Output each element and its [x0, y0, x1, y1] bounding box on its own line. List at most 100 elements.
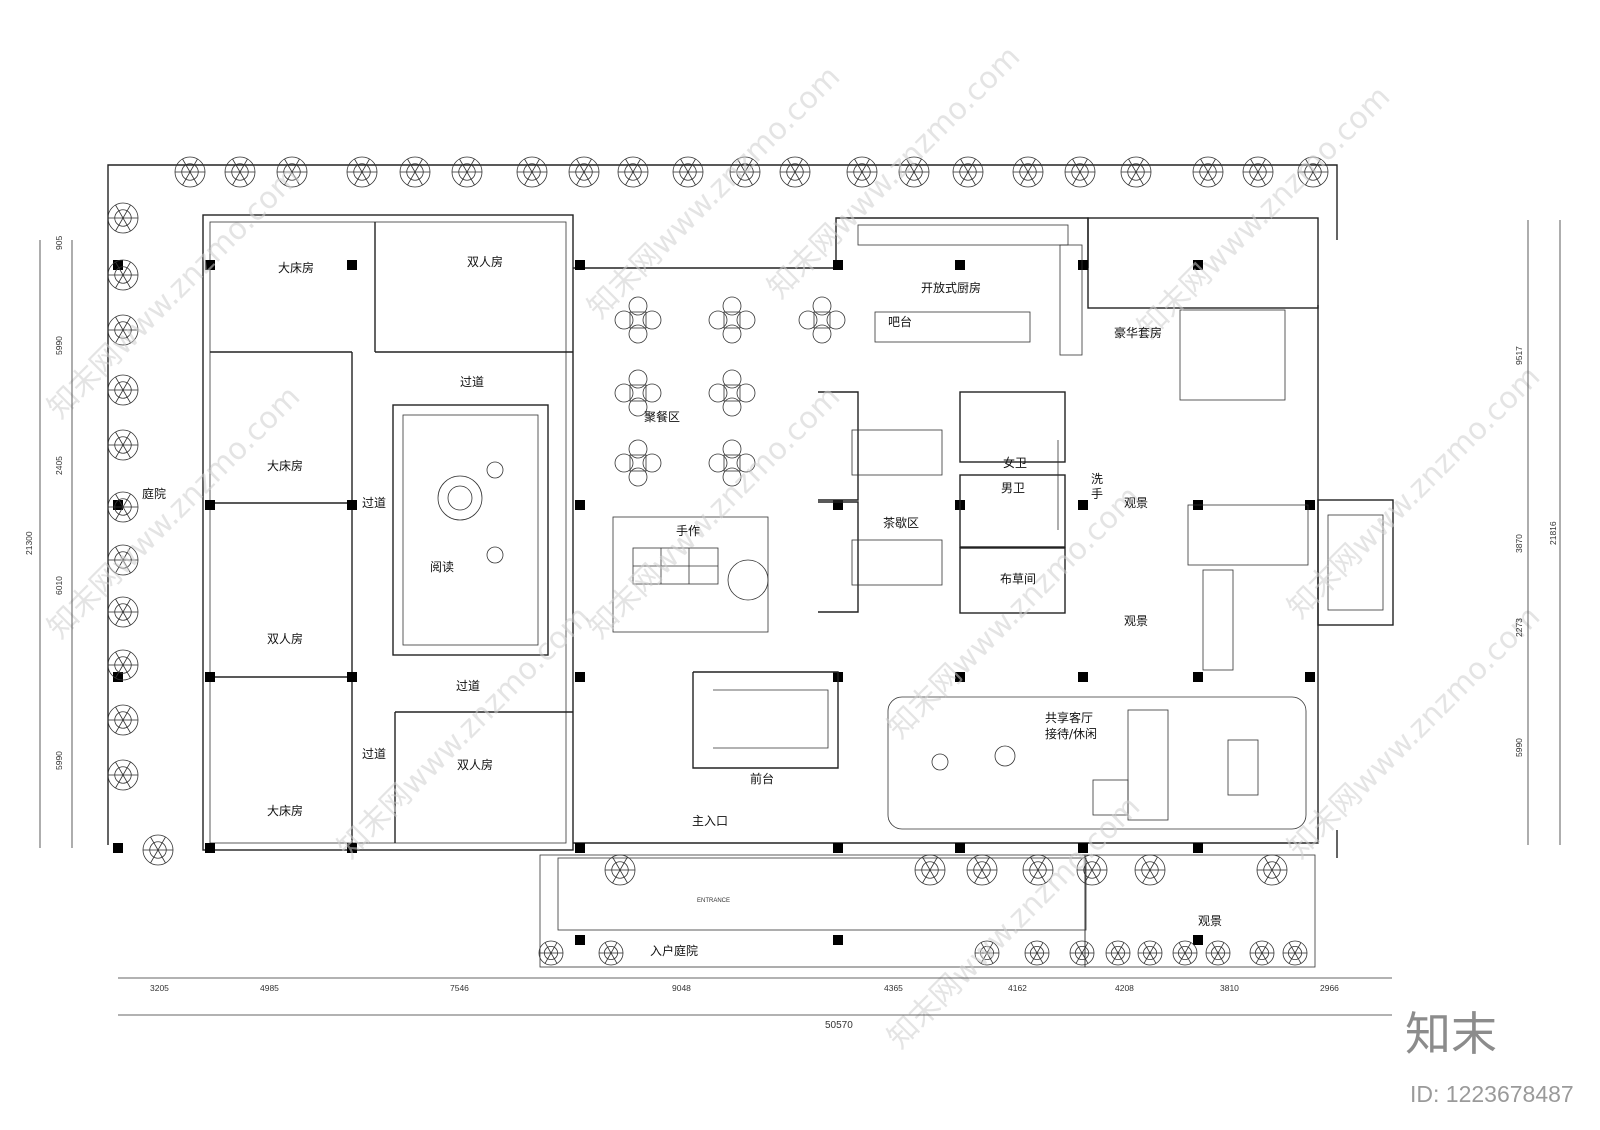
- dimension-lines: [39, 220, 1561, 1016]
- column: [205, 500, 215, 510]
- column: [833, 935, 843, 945]
- tree-icon: [1256, 854, 1288, 886]
- label-twin-room-3: 双人房: [457, 757, 493, 772]
- dimension-label: 5990: [54, 336, 64, 355]
- column: [1078, 500, 1088, 510]
- label-wash: 洗手: [1091, 472, 1103, 501]
- tree-icon: [346, 156, 378, 188]
- column: [833, 843, 843, 853]
- tree-icon: [914, 854, 946, 886]
- dimension-label: 4208: [1115, 983, 1134, 993]
- column: [1193, 260, 1203, 270]
- tree-icon: [107, 649, 139, 681]
- column: [113, 260, 123, 270]
- label-reception: 前台: [750, 771, 774, 786]
- reading-area: [392, 404, 549, 656]
- tree-icon: [1249, 940, 1275, 966]
- watermark-text: 知末网www.znzmo.com: [581, 379, 847, 645]
- column: [1305, 672, 1315, 682]
- dimension-label: 21300: [24, 531, 34, 555]
- tree-icon: [729, 156, 761, 188]
- watermark-text: 知末网www.znzmo.com: [41, 379, 307, 645]
- shared-lounge: [887, 696, 1307, 830]
- dimension-label: 3205: [150, 983, 169, 993]
- tree-icon: [952, 156, 984, 188]
- dimension-label: 4985: [260, 983, 279, 993]
- tree-icon: [974, 940, 1000, 966]
- column: [1193, 935, 1203, 945]
- tree-icon: [451, 156, 483, 188]
- column: [833, 500, 843, 510]
- tree-icon: [898, 156, 930, 188]
- watermark-text: 知末网www.znzmo.com: [881, 479, 1147, 745]
- column: [575, 672, 585, 682]
- label-courtyard: 庭院: [142, 486, 166, 501]
- column: [1078, 260, 1088, 270]
- column: [205, 843, 215, 853]
- room-labels: 大床房 双人房 大床房 双人房 大床房 双人房 庭院 过道 过道 过道 过道 阅…: [142, 254, 1222, 958]
- column: [955, 672, 965, 682]
- column: [955, 843, 965, 853]
- watermark-text: 知末网www.znzmo.com: [581, 59, 847, 325]
- tree-icon: [1137, 940, 1163, 966]
- dimension-label: 50570: [825, 1020, 853, 1031]
- dimension-label: 5990: [1514, 738, 1524, 757]
- tree-icon: [598, 940, 624, 966]
- dimension-label: 9517: [1514, 346, 1524, 365]
- label-view-3: 观景: [1198, 914, 1222, 928]
- column: [575, 500, 585, 510]
- tree-icon: [107, 759, 139, 791]
- column: [347, 672, 357, 682]
- column: [1193, 843, 1203, 853]
- tree-icon: [142, 834, 174, 866]
- label-craft: 手作: [676, 524, 700, 538]
- tree-icon: [107, 374, 139, 406]
- column: [113, 843, 123, 853]
- dining-table: [708, 439, 756, 487]
- label-kitchen: 开放式厨房: [921, 280, 981, 295]
- tree-icon: [846, 156, 878, 188]
- label-king-room-2: 大床房: [267, 458, 303, 473]
- tree-icon: [516, 156, 548, 188]
- tree-icon: [568, 156, 600, 188]
- tree-icon: [672, 156, 704, 188]
- column: [575, 935, 585, 945]
- watermark-text: 知末网www.znzmo.com: [1131, 79, 1397, 345]
- tree-icon: [1105, 940, 1131, 966]
- column: [347, 843, 357, 853]
- dimension-label: 2966: [1320, 983, 1339, 993]
- tree-icon: [107, 314, 139, 346]
- column: [205, 672, 215, 682]
- label-view-1: 观景: [1124, 496, 1148, 510]
- dining-table: [614, 369, 662, 417]
- tree-icon: [1282, 940, 1308, 966]
- tree-icon: [107, 704, 139, 736]
- structural-columns: [113, 260, 1315, 945]
- tree-icon: [1064, 156, 1096, 188]
- label-tea: 茶歇区: [883, 515, 919, 530]
- column: [833, 260, 843, 270]
- label-corridor-bottom: 过道: [362, 747, 386, 761]
- label-twin-room-2: 双人房: [267, 631, 303, 646]
- dimension-label: 3870: [1514, 534, 1524, 553]
- trees: [107, 156, 1329, 966]
- tree-icon: [107, 544, 139, 576]
- label-corridor-top: 过道: [460, 375, 484, 389]
- tree-icon: [617, 156, 649, 188]
- column: [205, 260, 215, 270]
- tree-icon: [1134, 854, 1166, 886]
- label-lounge-line1: 共享客厅: [1045, 710, 1093, 725]
- dining-table: [708, 296, 756, 344]
- entrance-sign: ENTRANCE: [697, 898, 730, 904]
- dimension-label: 2405: [54, 456, 64, 475]
- dining-table: [798, 296, 846, 344]
- dimension-label: 2273: [1514, 618, 1524, 637]
- label-reading: 阅读: [430, 560, 454, 574]
- label-corridor-mid: 过道: [362, 496, 386, 510]
- dimension-label: 4162: [1008, 983, 1027, 993]
- tree-icon: [174, 156, 206, 188]
- dimension-label: 7546: [450, 983, 469, 993]
- entrance-paving: [539, 854, 1316, 968]
- label-womens-wc: 女卫: [1003, 455, 1027, 470]
